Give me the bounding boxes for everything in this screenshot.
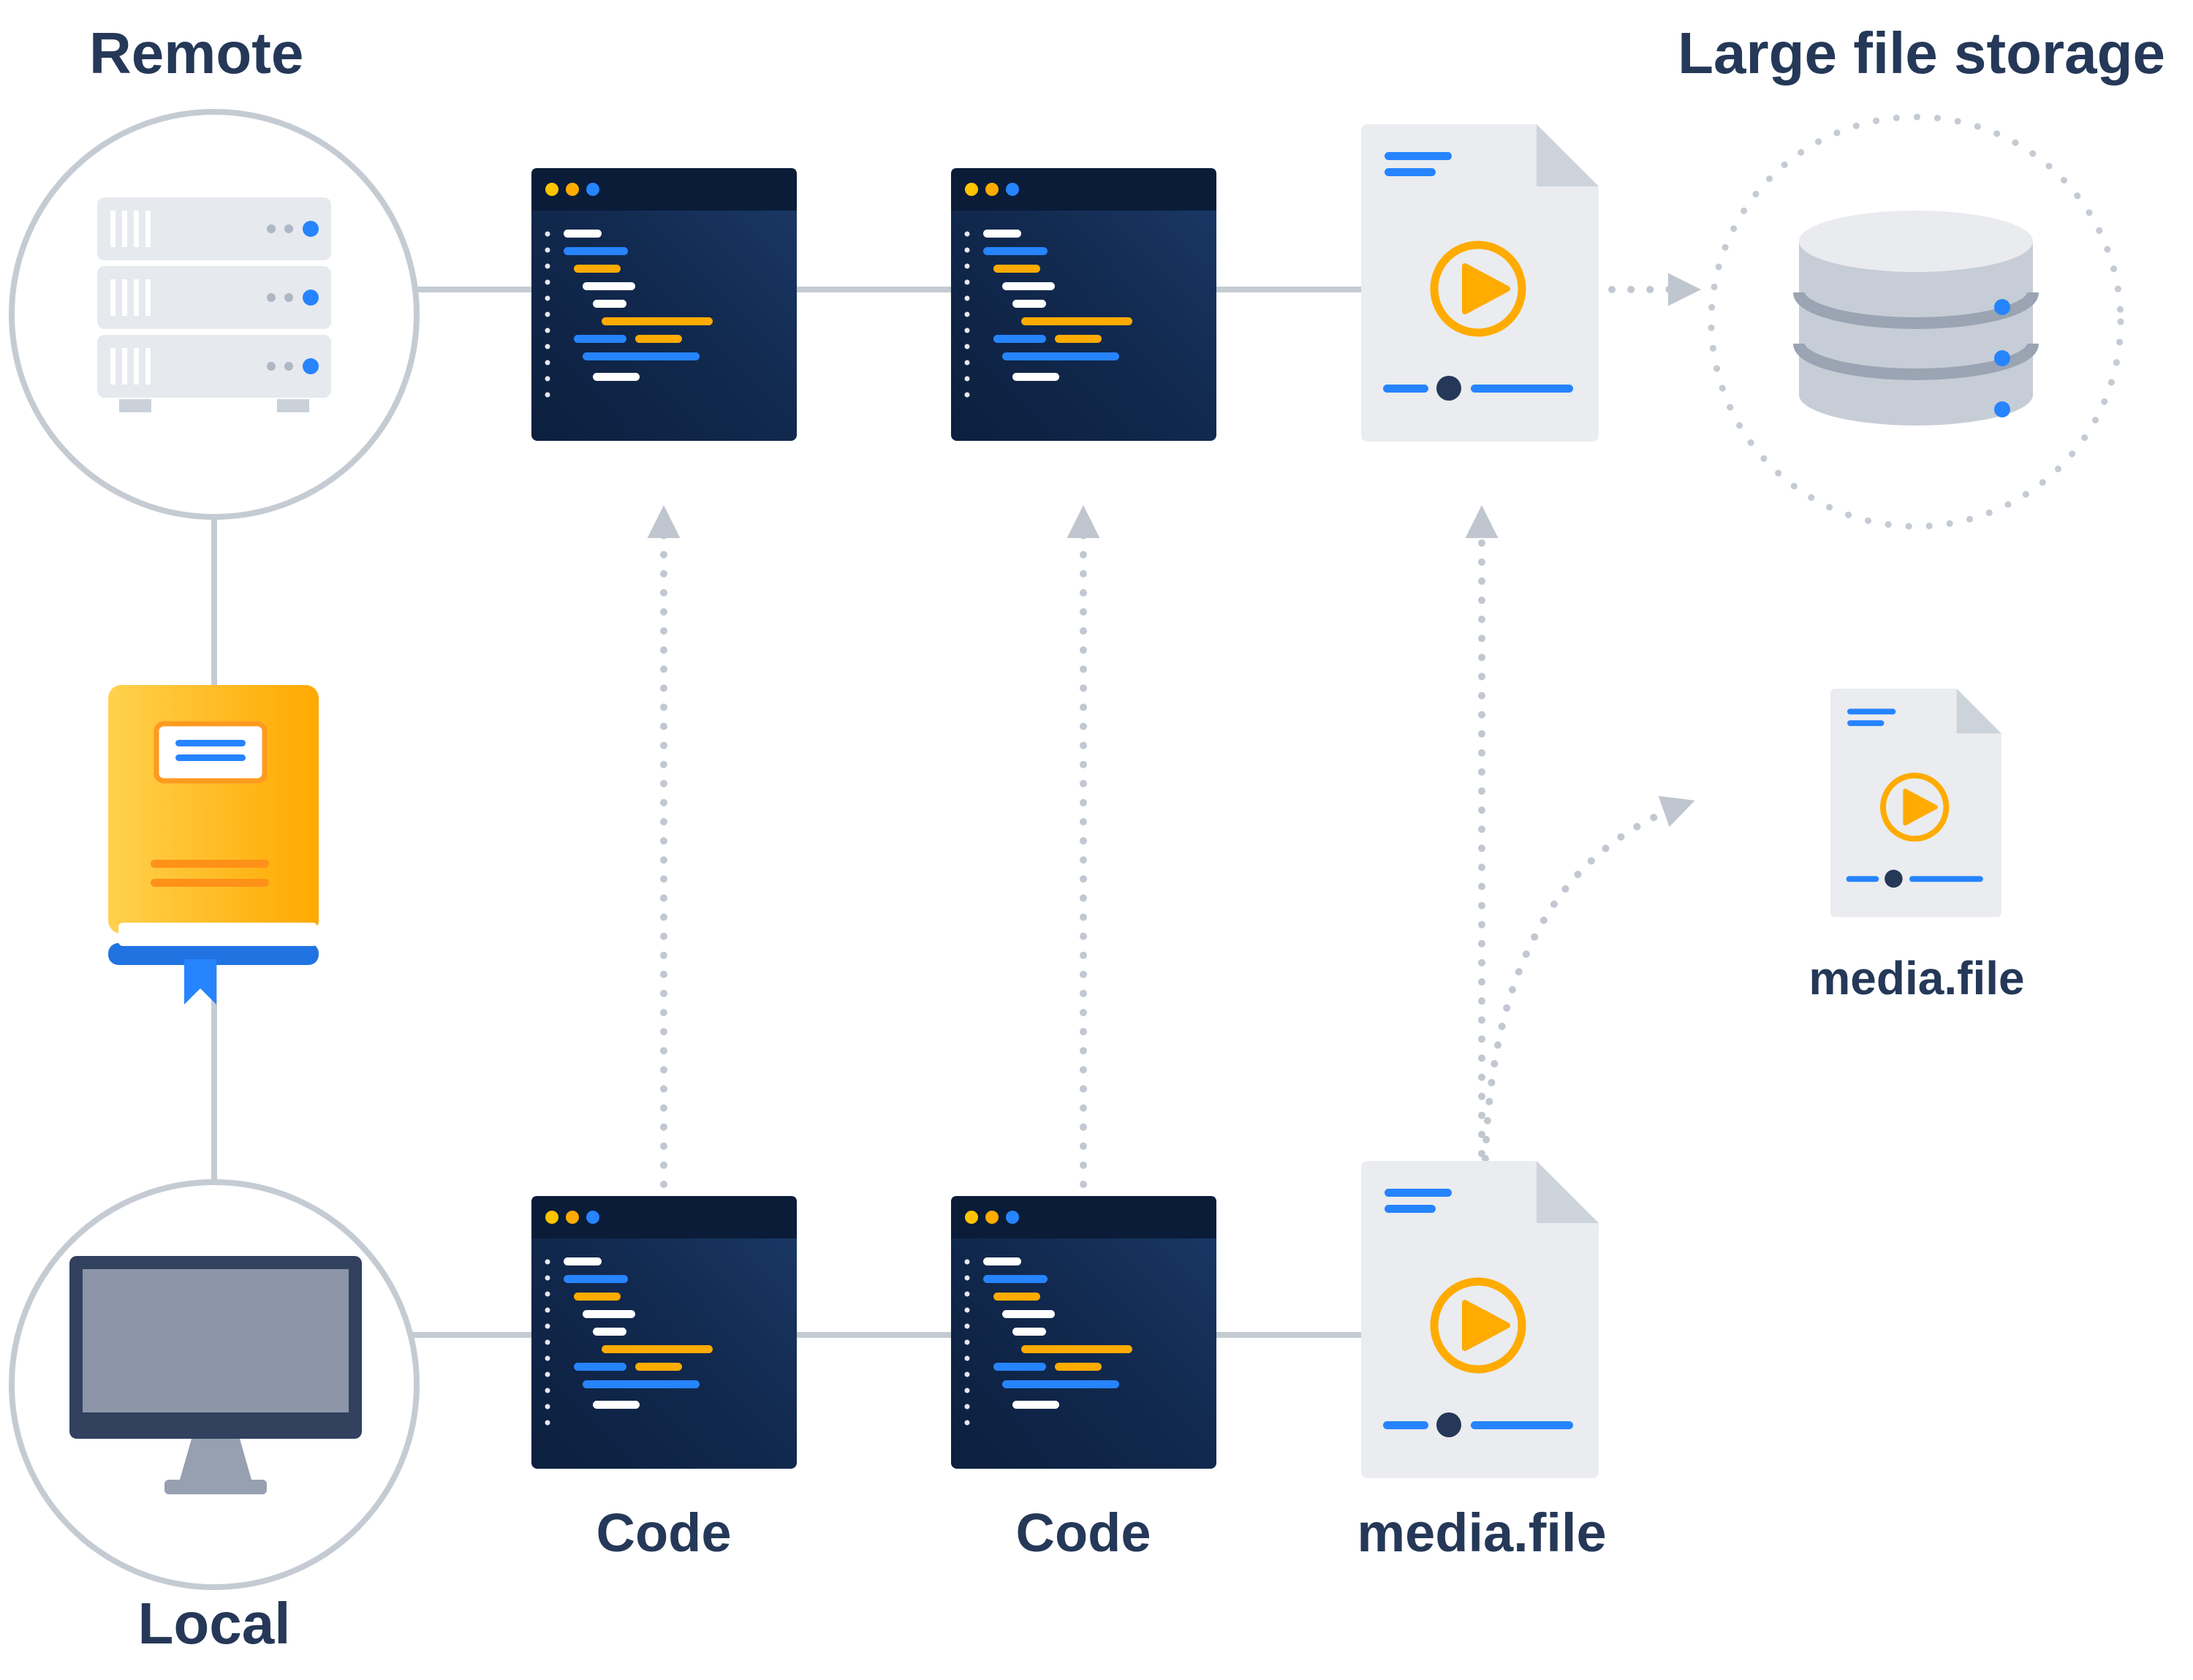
local-node — [9, 1179, 420, 1590]
large-file-storage-label: Large file storage — [1678, 20, 2165, 86]
remote-node — [9, 109, 420, 520]
code-window-icon-bottom-2 — [951, 1196, 1216, 1469]
code-window-icon-bottom-1 — [531, 1196, 797, 1469]
bookmark-ribbon — [184, 959, 216, 1004]
local-label: Local — [138, 1591, 291, 1656]
media-pointer-curved-arrow — [1482, 795, 1695, 1162]
media-file-icon-right — [1830, 689, 2001, 917]
code-window-icon-top-2 — [951, 168, 1216, 441]
media-file-label-right: media.file — [1808, 952, 2024, 1004]
code-label-1: Code — [596, 1502, 732, 1563]
storage-dashed-circle — [1708, 113, 2124, 530]
media-file-label-bottom: media.file — [1357, 1502, 1606, 1563]
repository-book-icon — [108, 685, 319, 1004]
server-stack-icon — [97, 197, 331, 412]
connector-lines — [211, 287, 1363, 1338]
monitor-icon — [69, 1256, 362, 1494]
media-file-icon-top — [1361, 124, 1599, 442]
code-label-2: Code — [1016, 1502, 1151, 1563]
remote-label: Remote — [89, 20, 303, 86]
media-file-icon-bottom — [1361, 1161, 1599, 1478]
large-file-storage-node — [1708, 113, 2124, 530]
code-window-icon-top-1 — [531, 168, 797, 441]
database-icon — [1793, 211, 2039, 425]
